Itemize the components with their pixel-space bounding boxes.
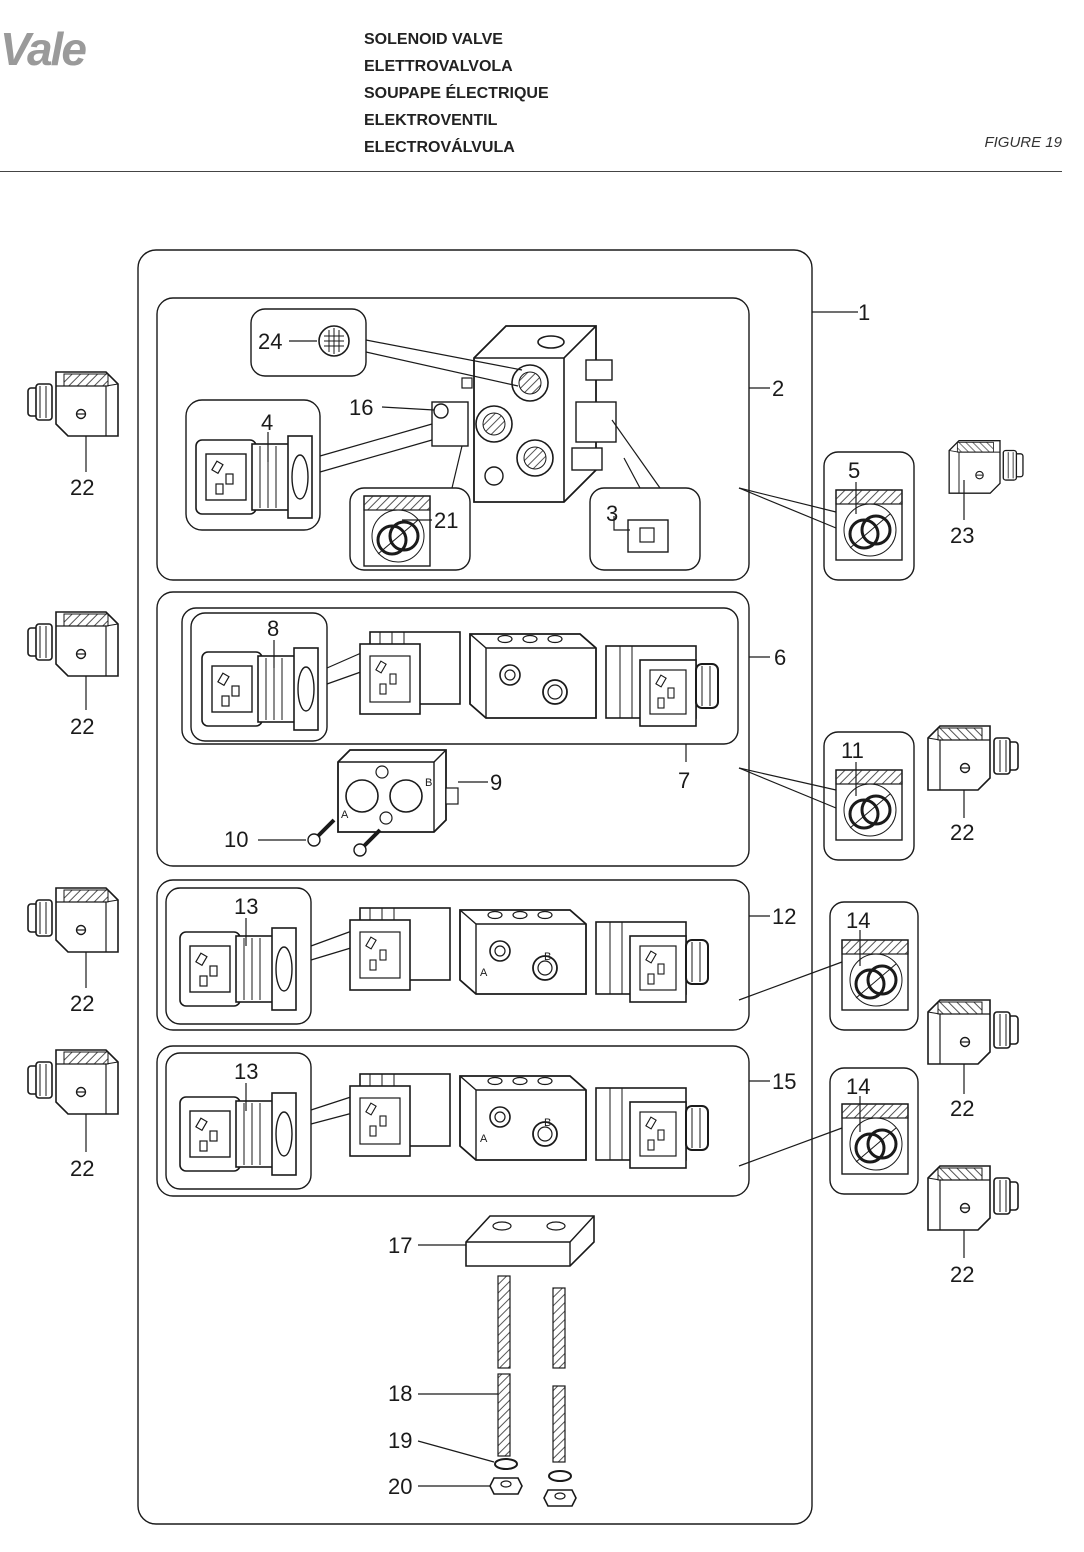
callout-22-left-3: 22 [70, 991, 94, 1016]
subassembly-6-frame [156, 591, 770, 867]
callout-24: 24 [258, 329, 282, 354]
valve-assembly-15 [349, 1073, 709, 1169]
plug-16 [381, 403, 449, 419]
callout-6: 6 [774, 645, 786, 670]
header-divider [0, 171, 1062, 172]
callout-13-b: 13 [234, 1059, 258, 1084]
callout-3: 3 [606, 501, 618, 526]
title-de: ELEKTROVENTIL [364, 112, 498, 129]
connector-22-left-4 [27, 1049, 119, 1152]
coil-detail-13-a [165, 887, 365, 1025]
callout-22-left-4: 22 [70, 1156, 94, 1181]
callout-13-a: 13 [234, 894, 258, 919]
studs-18 [418, 1275, 566, 1463]
port-label-a-12: A [480, 967, 488, 979]
valve-assembly-12 [349, 907, 709, 1003]
seal-kit-14-a [738, 901, 919, 1031]
connector-22-left-3 [27, 887, 119, 988]
port-label-a-9: A [341, 809, 349, 821]
callout-1: 1 [858, 300, 870, 325]
callout-8: 8 [267, 616, 279, 641]
connector-22-right-1 [927, 725, 1019, 818]
valve-assembly-6 [359, 631, 719, 727]
title-block: SOLENOID VALVE ELETTROVALVOLA SOUPAPE ÉL… [364, 26, 549, 161]
subassembly-2-frame [156, 297, 770, 581]
brand-logo: Vale [0, 23, 87, 75]
coil-detail-4 [185, 399, 433, 531]
callout-20: 20 [388, 1474, 412, 1499]
callout-22-left-1: 22 [70, 475, 94, 500]
filter-detail-24 [250, 308, 523, 387]
seal-kit-11 [738, 731, 915, 861]
coil-detail-13-b [165, 1052, 365, 1190]
connector-22-right-2 [927, 999, 1019, 1094]
plate-17 [418, 1215, 595, 1267]
callout-2: 2 [772, 376, 784, 401]
screws-10 [258, 818, 382, 857]
callout-23: 23 [950, 523, 974, 548]
cartridge-detail-3 [589, 419, 701, 571]
seal-kit-21 [349, 445, 471, 571]
washers-19 [417, 1440, 572, 1482]
seal-kit-14-b [738, 1067, 919, 1195]
title-it: ELETTROVALVOLA [364, 58, 513, 75]
port-label-b-15: B [544, 1117, 551, 1129]
callout-15: 15 [772, 1069, 796, 1094]
callout-19: 19 [388, 1428, 412, 1453]
callout-4: 4 [261, 410, 273, 435]
subassembly-12-frame [156, 879, 770, 1031]
callout-22-right-2: 22 [950, 1096, 974, 1121]
coil-detail-8 [190, 612, 373, 742]
seal-kit-5 [738, 451, 915, 581]
callout-22-right-1: 22 [950, 820, 974, 845]
callout-12: 12 [772, 904, 796, 929]
connector-22-left-2 [27, 611, 119, 710]
connector-22-left-1 [27, 371, 119, 472]
subassembly-15-frame [156, 1045, 770, 1197]
port-label-a-15: A [480, 1133, 488, 1145]
connector-22-right-3 [927, 1165, 1019, 1258]
callout-11: 11 [841, 738, 864, 763]
callout-22-right-3: 22 [950, 1262, 974, 1287]
callout-5: 5 [848, 458, 860, 483]
callout-21: 21 [434, 508, 458, 533]
title-en: SOLENOID VALVE [364, 31, 503, 48]
callout-17: 17 [388, 1233, 412, 1258]
callout-18: 18 [388, 1381, 412, 1406]
connector-23 [948, 440, 1024, 520]
callout-10: 10 [224, 827, 248, 852]
callout-14-b: 14 [846, 1074, 870, 1099]
title-es: ELECTROVÁLVULA [364, 139, 515, 156]
callout-14-a: 14 [846, 908, 870, 933]
title-fr: SOUPAPE ÉLECTRIQUE [364, 85, 549, 102]
valve-block [431, 325, 617, 503]
figure-number: FIGURE 19 [984, 134, 1062, 151]
assembly-frame-1 [137, 249, 858, 1525]
valve-body-9 [337, 749, 488, 833]
callout-16: 16 [349, 395, 373, 420]
nuts-20 [418, 1477, 577, 1507]
callout-9: 9 [490, 770, 502, 795]
callout-7: 7 [678, 768, 690, 793]
port-label-b-9: B [425, 777, 432, 789]
port-label-b-12: B [544, 951, 551, 963]
callout-22-left-2: 22 [70, 714, 94, 739]
